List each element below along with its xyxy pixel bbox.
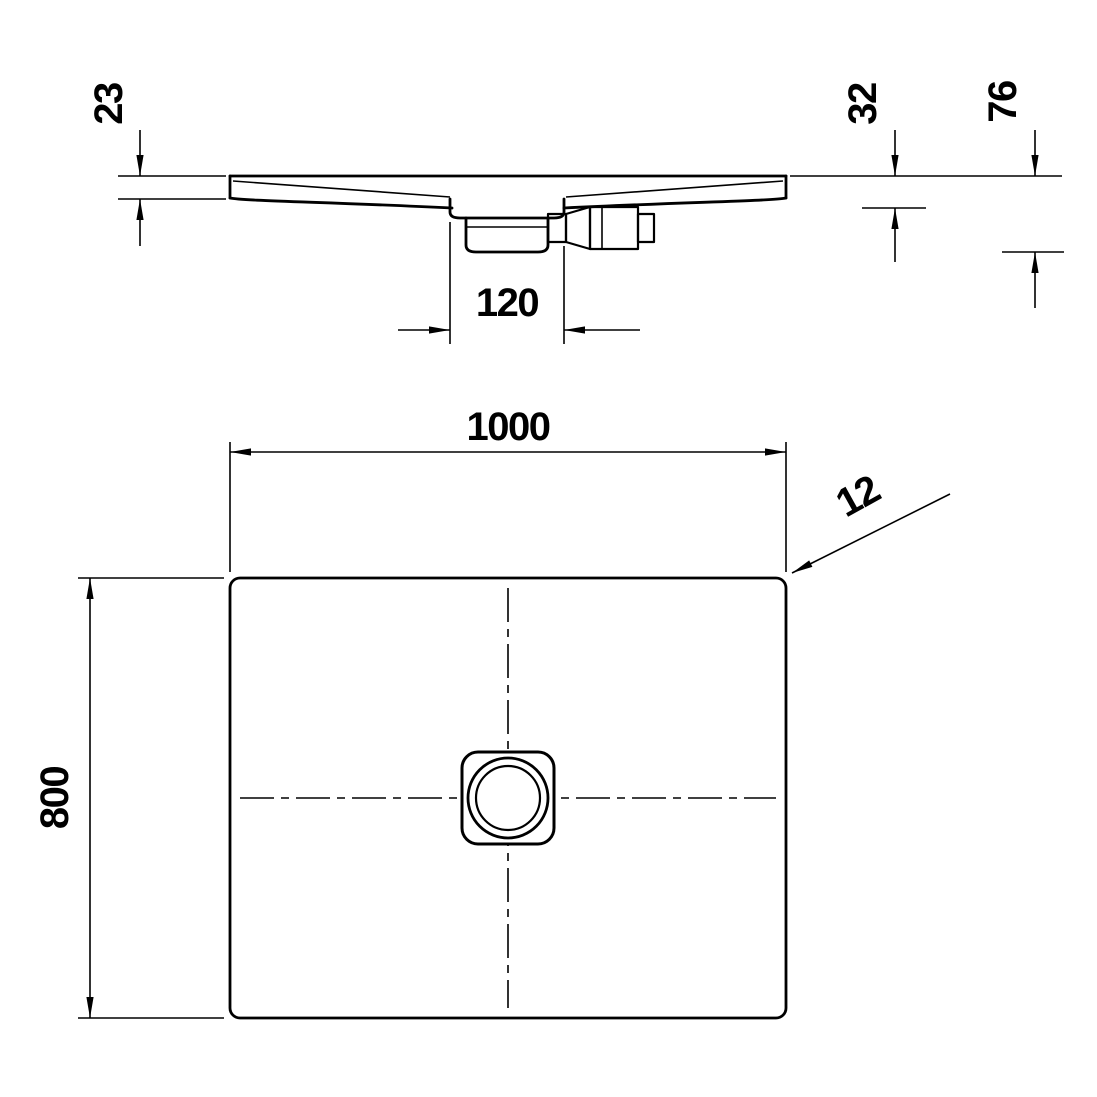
drain-circle-outer [466,756,550,840]
plan-view: 1000 800 12 [33,405,951,1020]
dim-800-label: 800 [33,767,77,829]
drain-outlet-end [636,212,656,244]
dim-1000-label: 1000 [467,405,550,449]
dimension-width: 1000 [229,405,787,572]
dim-76-label: 76 [981,81,1025,123]
dimension-overall-height: 76 [981,81,1064,308]
dim-23-label: 23 [87,83,131,125]
dim-12-label: 12 [829,467,887,526]
dimension-drain-width: 120 [398,222,640,344]
drain-trap-body [464,216,550,254]
tray-underside-left [228,196,454,210]
drain-outlet-fitting [588,205,640,251]
tray-outline [228,576,788,1020]
dimension-depth: 800 [33,577,224,1019]
drain-outlet-cone [564,205,592,251]
drain-circle-inner [474,764,542,832]
dim-32-label: 32 [841,83,885,125]
tray-slope-line-left [232,180,451,198]
dimension-edge-thickness: 23 [87,83,226,246]
dim-120-label: 120 [476,281,538,325]
tray-slope-line-right [565,180,784,198]
leader-edge-detail: 12 [791,467,951,574]
side-view: 23 32 76 12 [87,81,1064,344]
dimension-center-depth: 32 [790,83,1062,262]
leader-line [791,493,951,574]
